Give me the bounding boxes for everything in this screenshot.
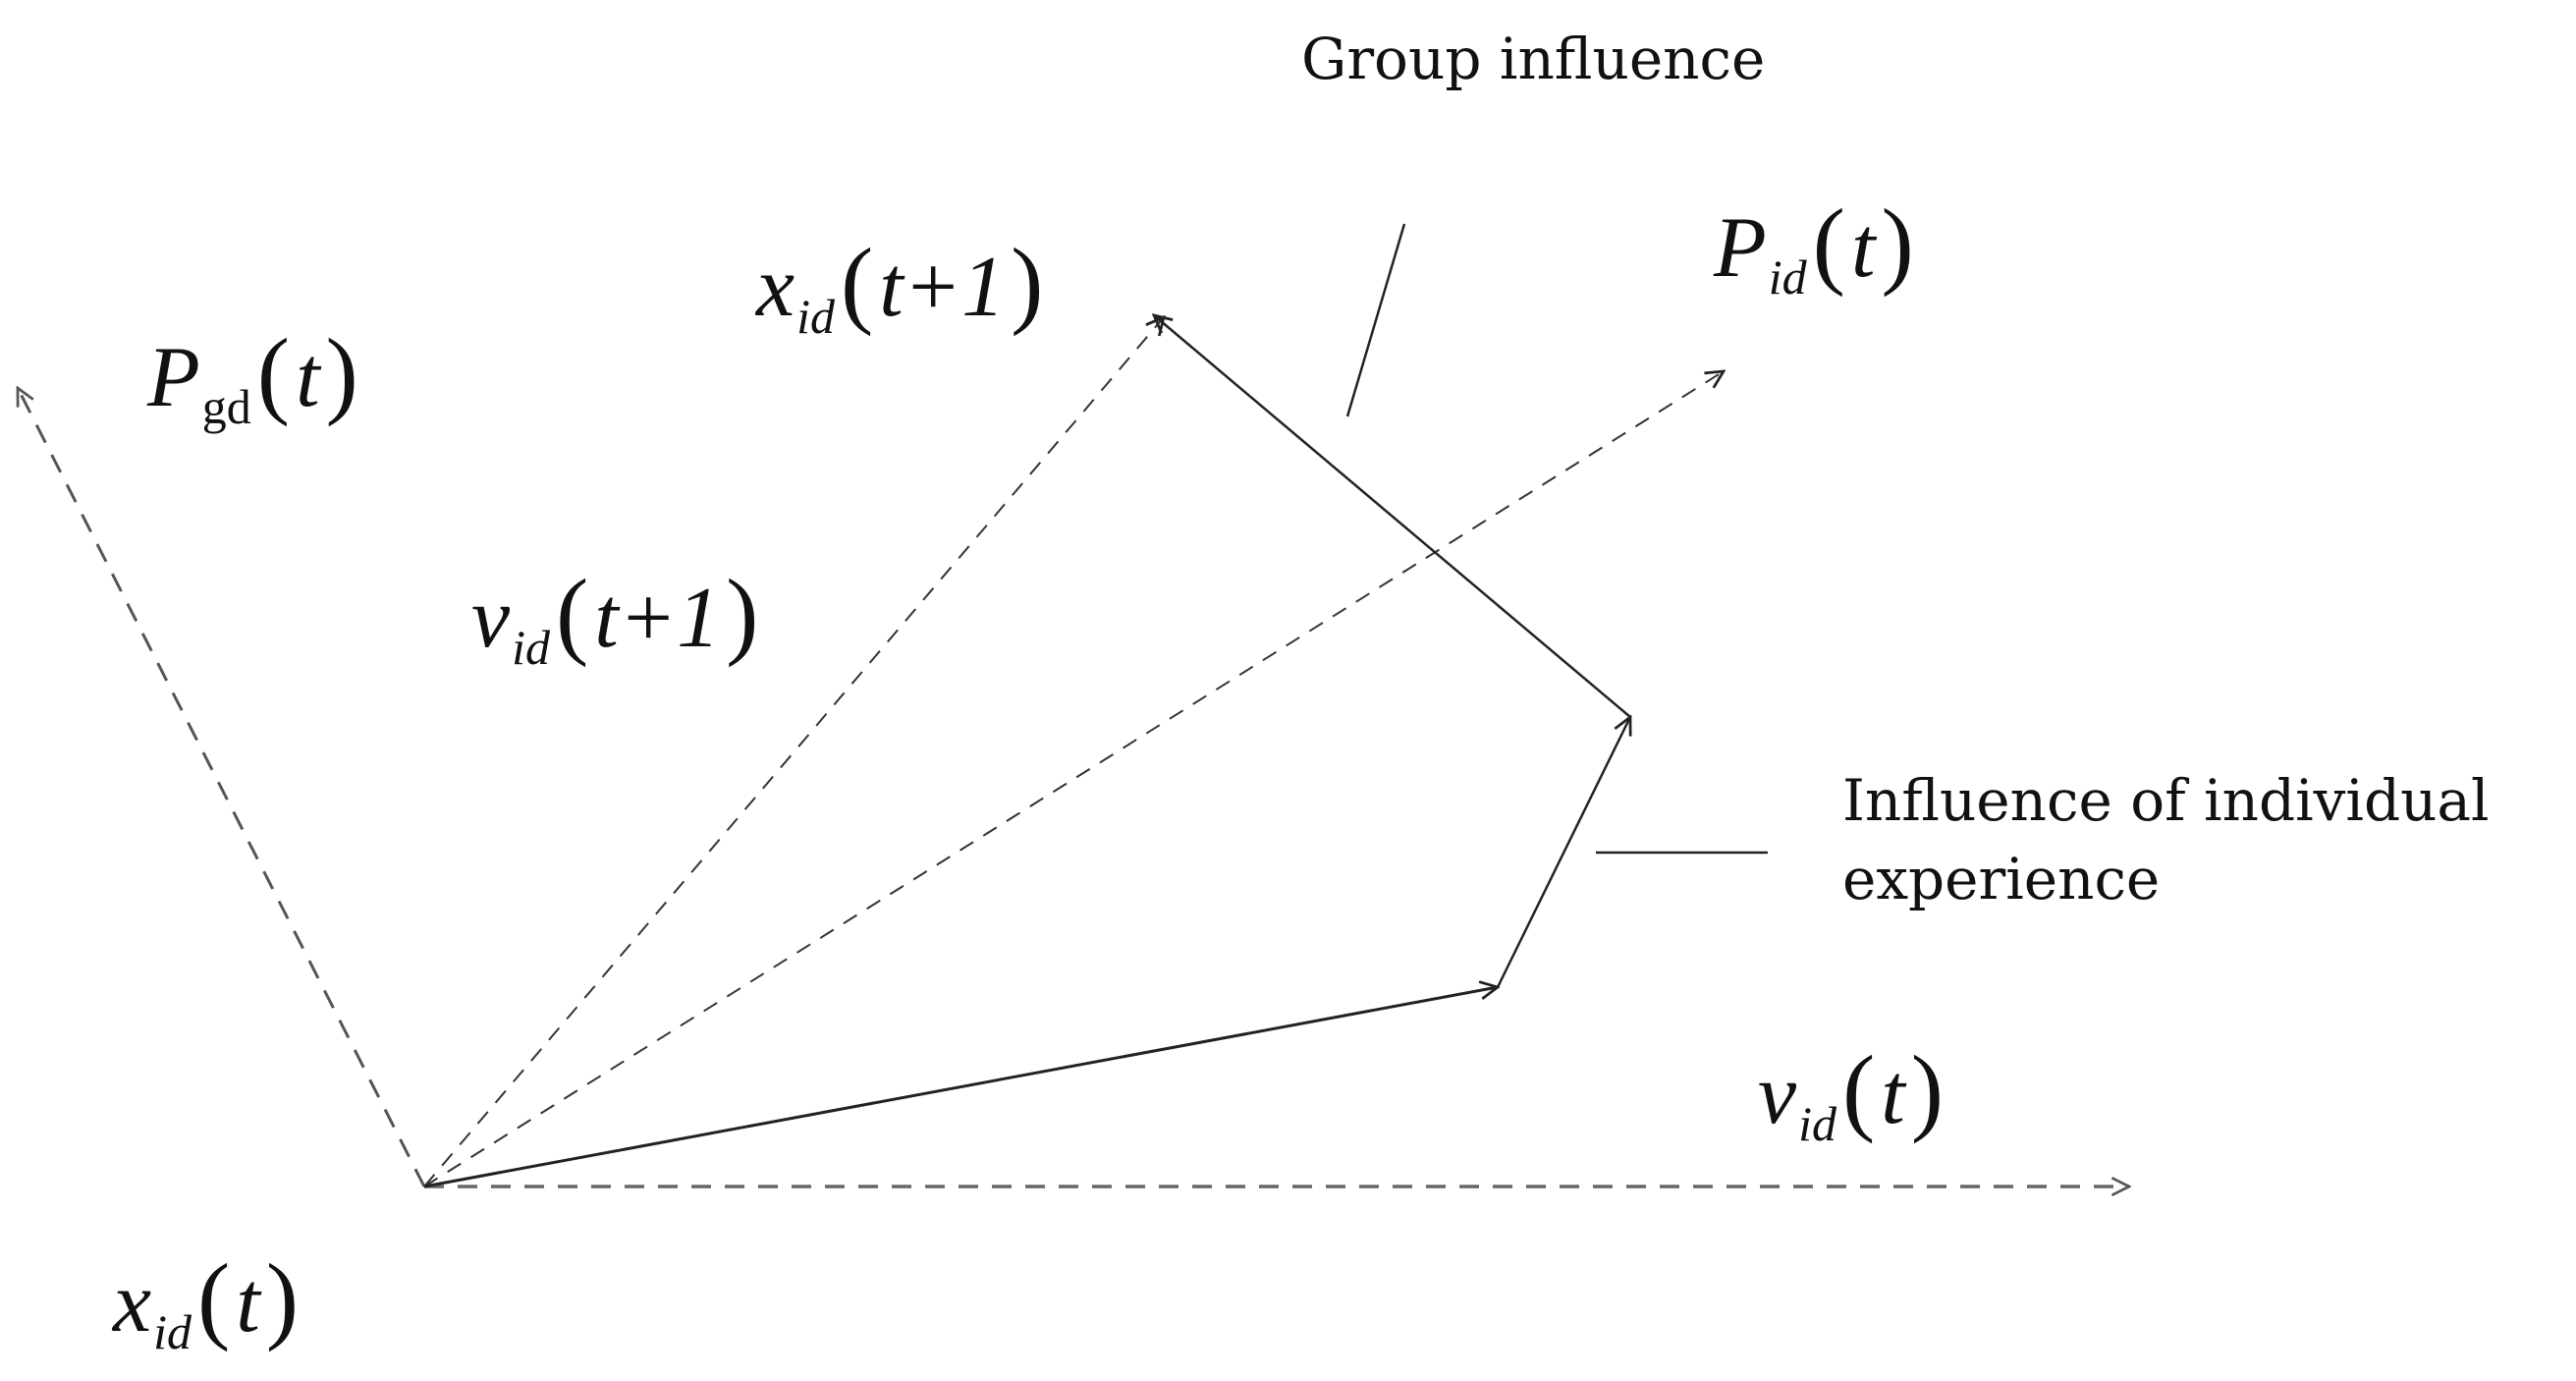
p-id-t-base: P (1714, 200, 1767, 296)
group-influence-label: Group influence (1301, 26, 1766, 92)
p-id-t-arg: t (1850, 200, 1876, 296)
paren-close-icon: ) (325, 318, 358, 427)
paren-open-icon: ( (555, 559, 589, 668)
v-id-t1-sub: id (512, 619, 550, 675)
paren-close-icon: ) (1881, 189, 1914, 298)
x-id-t1-sub: id (796, 288, 835, 344)
p-gd-t-sub: gd (201, 378, 251, 434)
individual-influence-label: Influence of individual experience (1842, 767, 2490, 913)
individual-influence-vector (1496, 717, 1630, 988)
paren-open-icon: ( (1841, 1035, 1876, 1144)
p-id-t-label: Pid(t) (1714, 194, 1920, 302)
v-id-t1-vector (423, 317, 1164, 1188)
paren-open-icon: ( (1812, 189, 1845, 298)
x-id-t1-label: xid(t+1) (756, 234, 1049, 341)
x-id-t-arg: t (236, 1255, 260, 1351)
paren-close-icon: ) (1910, 1035, 1945, 1144)
x-id-t1-arg: t+1 (879, 240, 1006, 335)
p-gd-t-base: P (147, 330, 200, 425)
x-id-t-label: xid(t) (113, 1249, 304, 1356)
v-id-t1-arg: t+1 (594, 571, 721, 666)
v-id-t-label: vid(t) (1758, 1041, 1949, 1148)
v-id-t-arg: t (1881, 1047, 1905, 1142)
p-id-t-sub: id (1768, 249, 1807, 304)
v-id-t-base: v (1758, 1047, 1797, 1142)
x-id-t1-base: x (756, 240, 795, 335)
v-id-t1-label: vid(t+1) (471, 565, 764, 672)
paren-close-icon: ) (265, 1243, 300, 1353)
p-gd-t-arg: t (296, 330, 320, 425)
p-id-t-vector (423, 371, 1724, 1188)
paren-close-icon: ) (1011, 228, 1044, 337)
group-influence-vector (1154, 315, 1631, 718)
x-id-t-base: x (113, 1255, 152, 1351)
paren-open-icon: ( (840, 228, 874, 337)
paren-open-icon: ( (196, 1243, 231, 1353)
paren-close-icon: ) (726, 559, 759, 668)
p-gd-t-vector (18, 388, 426, 1188)
v-id-t1-base: v (471, 571, 511, 666)
inertia-vector (423, 987, 1498, 1188)
paren-open-icon: ( (256, 318, 291, 427)
x-id-t-sub: id (153, 1303, 192, 1359)
v-id-t-sub: id (1798, 1095, 1836, 1151)
p-gd-t-label: Pgd(t) (147, 324, 364, 431)
group-influence-leader (1345, 223, 1406, 417)
